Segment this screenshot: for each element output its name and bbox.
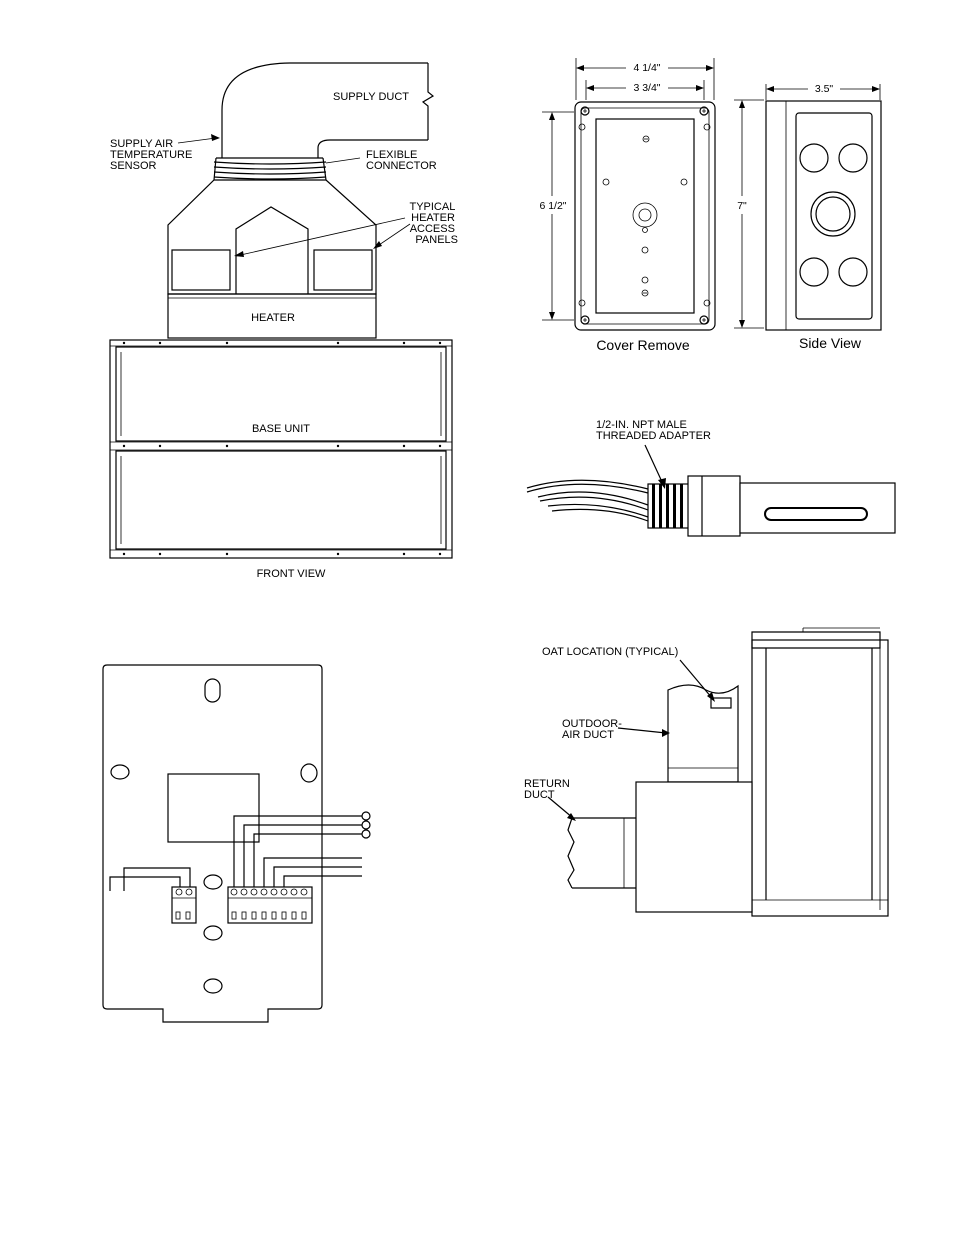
svg-text:TYPICAL HEATER ACC: TYPICAL HEATER ACCESS PANELS bbox=[409, 201, 458, 246]
side-view-caption: Side View bbox=[799, 335, 862, 351]
outdoor-air-duct bbox=[668, 685, 738, 782]
mounting-slots bbox=[111, 679, 317, 993]
access-panels-label-4: PANELS bbox=[415, 234, 458, 246]
return-duct bbox=[568, 818, 636, 888]
svg-text:FLEXIBLE CONNECTOR: FLEXIBLE CONNECTOR bbox=[366, 149, 437, 172]
dim-inner-width-label: 3 3/4" bbox=[633, 82, 660, 94]
oat-location-label: OAT LOCATION (TYPICAL) bbox=[542, 646, 678, 658]
corner-screws bbox=[579, 107, 710, 324]
base-unit-lower-panel bbox=[116, 451, 446, 549]
dim-side-height-label: 7" bbox=[737, 200, 747, 212]
unit-body bbox=[752, 640, 888, 916]
svg-text:OUTDOOR- AIR DUCT: OUTDOOR- AIR DUCT bbox=[562, 718, 625, 741]
right-terminal-block bbox=[228, 887, 312, 923]
base-unit-label: BASE UNIT bbox=[252, 423, 310, 435]
flexible-connector bbox=[214, 158, 326, 180]
front-view-caption: FRONT VIEW bbox=[257, 568, 326, 580]
cover-remove-caption: Cover Remove bbox=[596, 337, 690, 353]
return-duct-label-2: DUCT bbox=[524, 789, 555, 801]
outdoor-air-duct-label-2: AIR DUCT bbox=[562, 729, 614, 741]
left-terminal-block bbox=[110, 868, 196, 923]
heater-label: HEATER bbox=[251, 312, 295, 324]
panel-leader-right bbox=[376, 224, 410, 247]
supply-sensor-leader bbox=[178, 138, 216, 143]
oat-location-figure: OAT LOCATION (TYPICAL) OUTDOOR- AIR DUCT… bbox=[524, 628, 888, 916]
supply-air-sensor-label-3: SENSOR bbox=[110, 160, 157, 172]
heater-transition-housing bbox=[168, 180, 376, 294]
sensor-wires bbox=[234, 812, 370, 887]
center-divider bbox=[236, 207, 308, 294]
base-unit-outer bbox=[110, 340, 452, 558]
supply-duct bbox=[222, 63, 428, 158]
flexible-connector-leader bbox=[326, 158, 360, 163]
left-access-panel bbox=[172, 250, 230, 290]
room-sensor-backplate-figure bbox=[103, 665, 370, 1022]
supply-duct-label: SUPPLY DUCT bbox=[333, 91, 409, 103]
supply-sensor-arrow bbox=[211, 134, 220, 141]
backplate-opening bbox=[168, 774, 259, 842]
adapter-label-2: THREADED ADAPTER bbox=[596, 430, 711, 442]
right-access-panel bbox=[314, 250, 372, 290]
backplate-outline bbox=[103, 665, 322, 1022]
dim-outer-width-label: 4 1/4" bbox=[633, 62, 660, 74]
probe-sensor-figure: 1/2-IN. NPT MALE THREADED ADAPTER bbox=[527, 419, 895, 536]
svg-text:1/2-IN. NPT MALE THREADE: 1/2-IN. NPT MALE THREADED ADAPTER bbox=[596, 419, 711, 442]
outdoor-air-leader bbox=[618, 728, 666, 733]
dim-height bbox=[542, 112, 574, 320]
enclosure-circuit-board bbox=[596, 119, 694, 313]
dim-side-width-label: 3.5" bbox=[815, 83, 834, 95]
board-components bbox=[603, 136, 687, 296]
svg-text:RETURN DUCT: RETURN DUCT bbox=[524, 778, 573, 801]
dim-side-height bbox=[734, 100, 764, 328]
heater-front-view-figure: SUPPLY DUCT SUPPLY AIR TEMPERATURE SENSO… bbox=[110, 63, 458, 580]
flexible-connector-label-2: CONNECTOR bbox=[366, 160, 437, 172]
enclosure-figure: Cover Remove Side View 4 1/4" 3 3/4" 6 1… bbox=[539, 58, 881, 353]
probe-cable bbox=[527, 480, 648, 521]
return-duct-box bbox=[636, 782, 752, 912]
base-unit-rivets bbox=[123, 342, 441, 555]
enclosure-side bbox=[766, 101, 881, 330]
duct-break-line bbox=[423, 63, 433, 140]
svg-text:SUPPLY AIR TEMPERATURE: SUPPLY AIR TEMPERATURE SENSOR bbox=[110, 138, 195, 172]
knockout-holes bbox=[800, 144, 867, 286]
dim-height-label: 6 1/2" bbox=[539, 200, 566, 212]
adapter-hex-nut bbox=[688, 476, 740, 536]
adapter-leader bbox=[645, 445, 663, 484]
